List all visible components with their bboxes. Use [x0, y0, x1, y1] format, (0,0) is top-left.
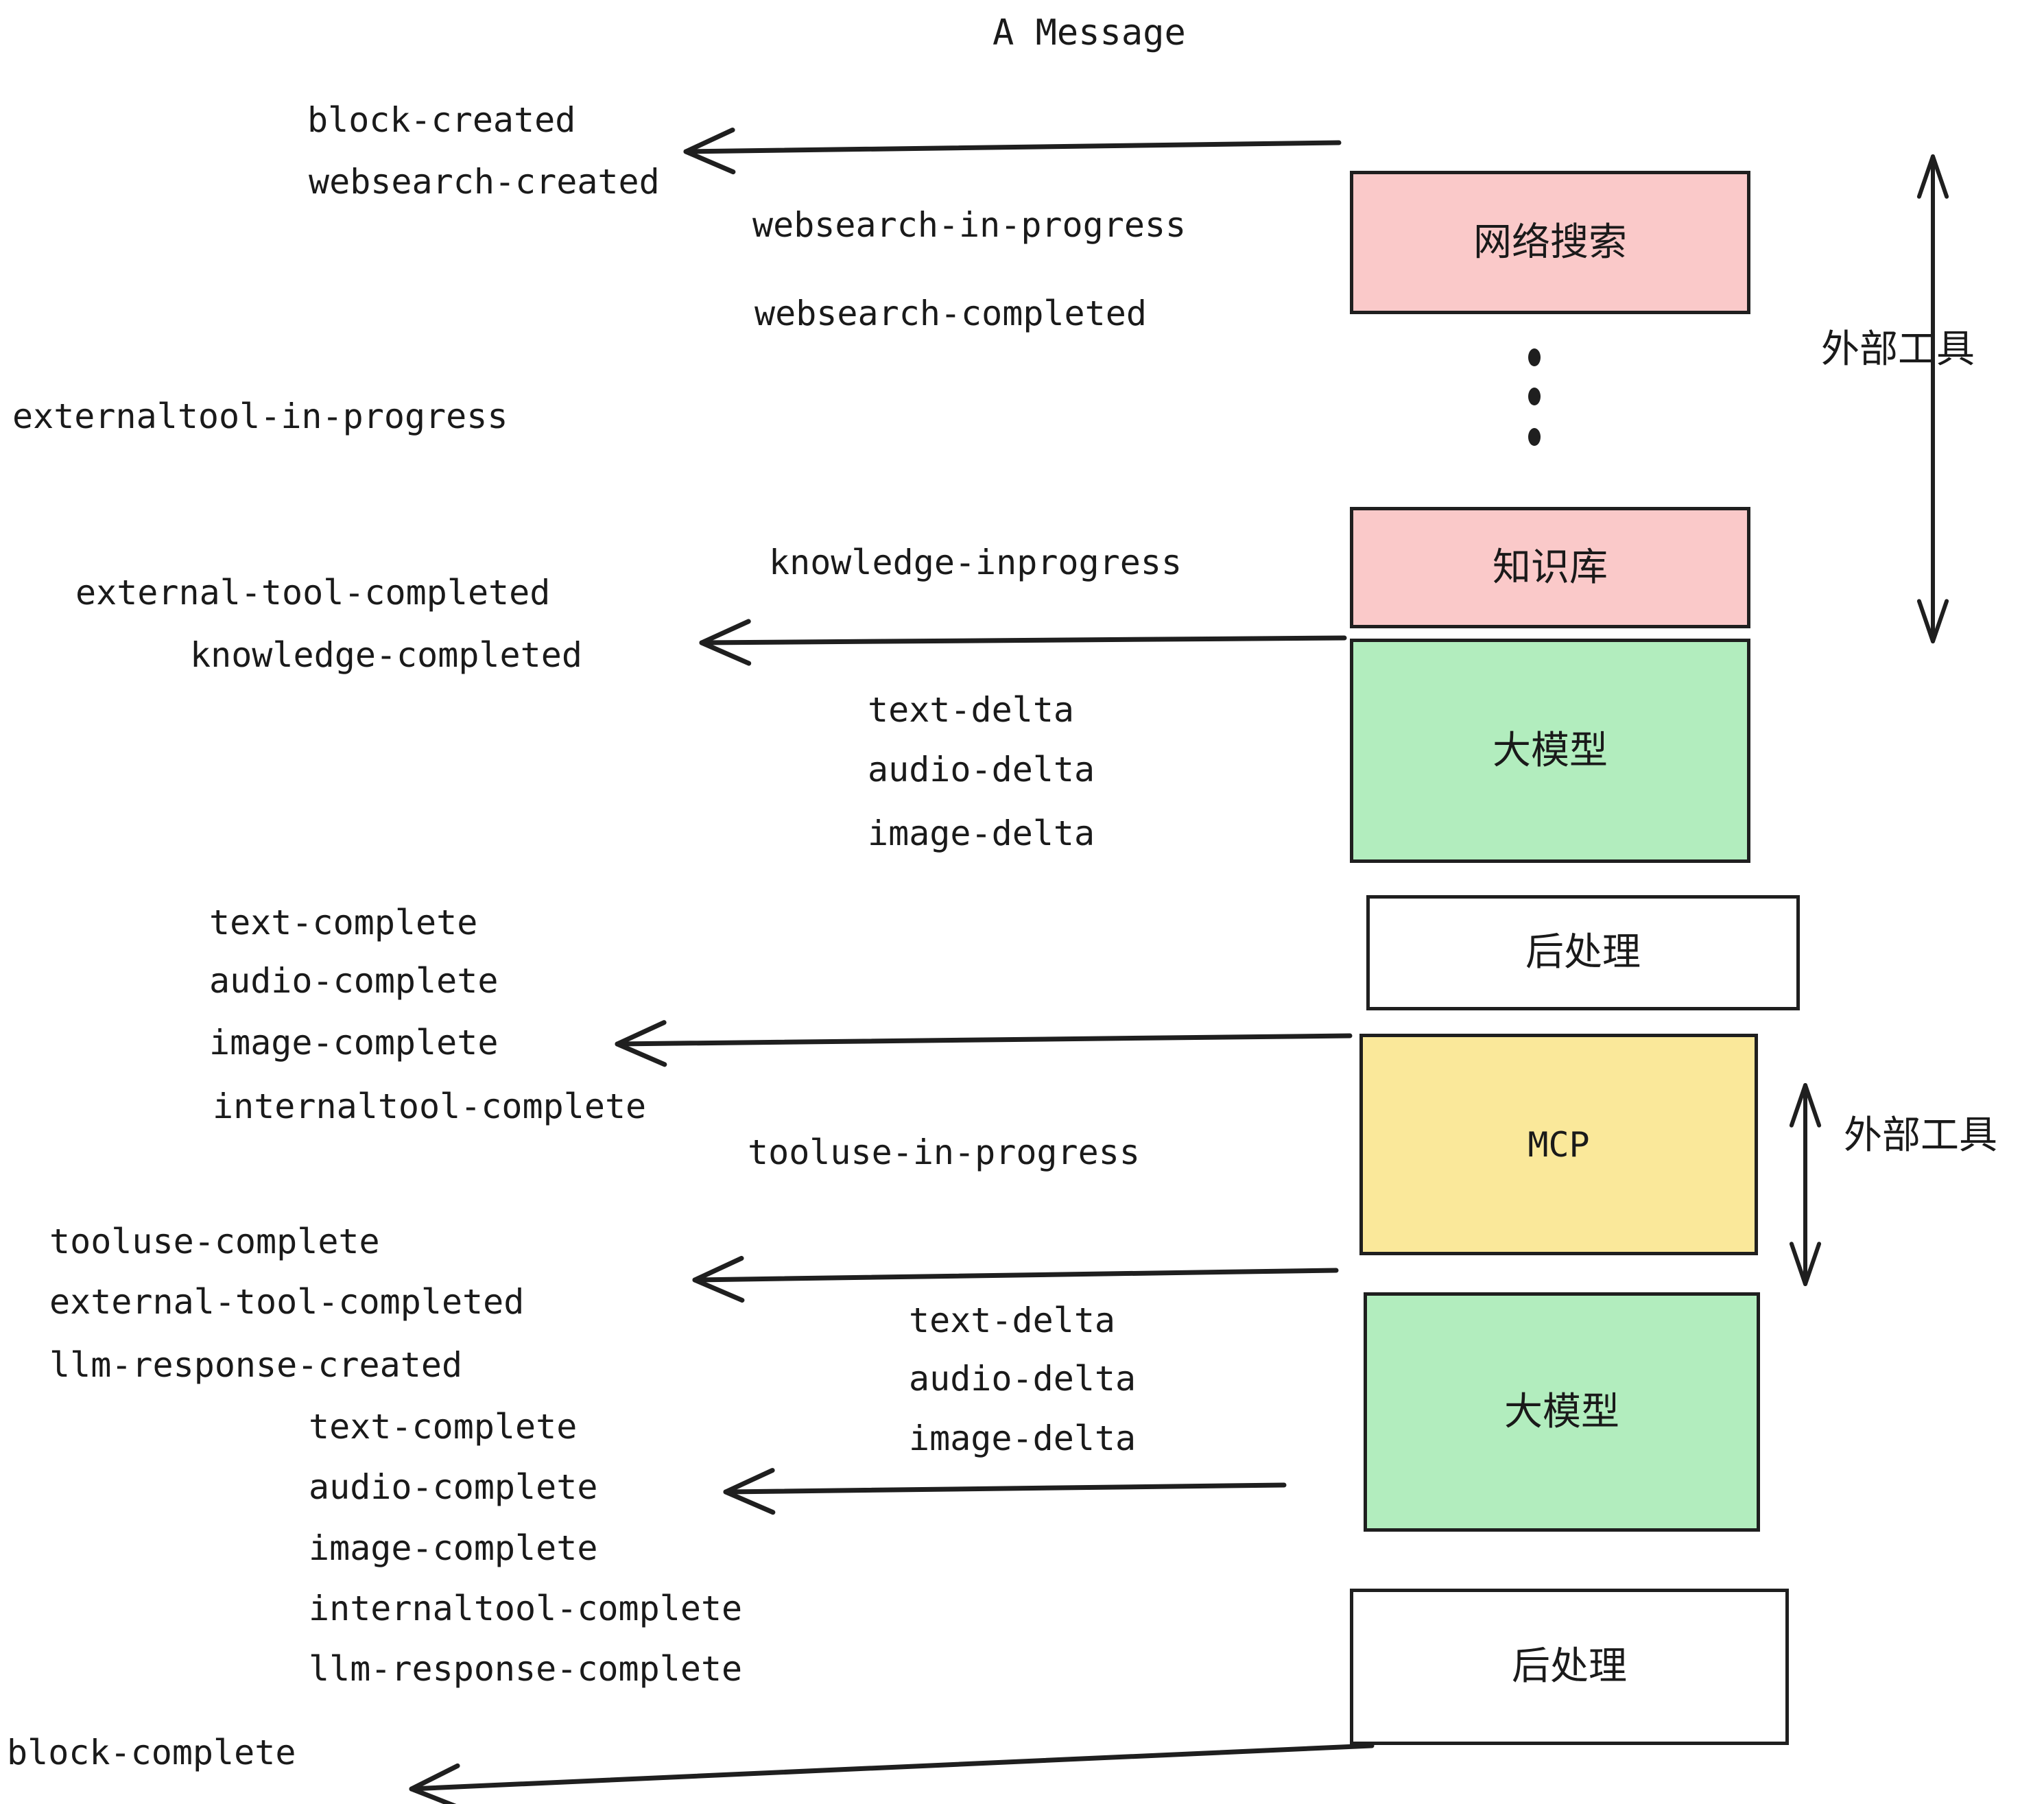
event-label-text-delta-1: text-delta [868, 690, 1075, 730]
external-tool-arrow-upper [1916, 154, 1949, 643]
event-label-internaltool-complete-2: internaltool-complete [309, 1589, 743, 1628]
event-label-tooluse-complete: tooluse-complete [49, 1222, 380, 1261]
event-label-tooluse-in-progress: tooluse-in-progress [748, 1132, 1140, 1172]
external-tool-arrow-lower [1789, 1083, 1822, 1286]
box-llm-second: 大模型 [1364, 1292, 1760, 1532]
event-label-llm-response-created: llm-response-created [49, 1345, 463, 1385]
box-websearch: 网络搜索 [1350, 171, 1750, 314]
event-label-text-delta-2: text-delta [909, 1301, 1116, 1340]
box-label-postprocess-first: 后处理 [1525, 930, 1641, 975]
box-label-llm-second: 大模型 [1504, 1389, 1619, 1434]
event-label-image-complete-2: image-complete [309, 1528, 598, 1568]
event-label-audio-complete-2: audio-complete [309, 1467, 598, 1507]
arrow-knowledge-to-event [699, 619, 1347, 666]
event-label-audio-delta-1: audio-delta [868, 750, 1095, 790]
box-mcp: MCP [1359, 1034, 1758, 1255]
event-label-websearch-in-progress: websearch-in-progress [752, 205, 1187, 245]
box-label-websearch: 网络搜索 [1473, 219, 1627, 265]
vertical-ellipsis [1528, 348, 1541, 446]
box-label-postprocess-second: 后处理 [1512, 1644, 1627, 1689]
event-label-image-delta-2: image-delta [909, 1419, 1137, 1458]
event-label-websearch-created: websearch-created [309, 162, 660, 202]
arrow-llm2-to-event [723, 1468, 1287, 1515]
box-postprocess-first: 后处理 [1366, 895, 1800, 1010]
page-title: A Message [993, 12, 1186, 54]
event-label-knowledge-inprogress: knowledge-inprogress [769, 543, 1183, 582]
event-label-audio-delta-2: audio-delta [909, 1359, 1137, 1399]
event-label-llm-response-complete: llm-response-complete [309, 1649, 743, 1689]
event-label-image-delta-1: image-delta [868, 814, 1095, 853]
event-label-text-complete-1: text-complete [209, 903, 478, 942]
arrow-mcp-to-event [692, 1255, 1339, 1303]
event-label-block-created: block-created [307, 100, 576, 140]
event-label-audio-complete-1: audio-complete [209, 961, 499, 1001]
event-label-block-complete: block-complete [7, 1733, 296, 1772]
box-label-llm-first: 大模型 [1493, 728, 1608, 773]
arrow-llm1-to-event [615, 1020, 1353, 1067]
event-label-image-complete-1: image-complete [209, 1023, 499, 1063]
event-label-websearch-completed: websearch-completed [754, 294, 1147, 333]
label-external-tool-upper: 外部工具 [1821, 327, 1975, 372]
box-postprocess-second: 后处理 [1350, 1589, 1789, 1745]
box-label-knowledge-base: 知识库 [1493, 545, 1608, 590]
arrow-websearch-to-event [683, 127, 1342, 175]
event-label-text-complete-2: text-complete [309, 1407, 578, 1447]
arrow-postprocess-to-block [409, 1743, 1375, 1804]
event-label-internaltool-complete-1: internaltool-complete [213, 1087, 647, 1126]
event-label-external-tool-completed-2: external-tool-completed [49, 1282, 525, 1322]
box-llm-first: 大模型 [1350, 639, 1750, 863]
label-external-tool-lower: 外部工具 [1844, 1113, 1997, 1158]
event-label-knowledge-completed: knowledge-completed [190, 635, 582, 675]
box-label-mcp: MCP [1528, 1124, 1590, 1165]
box-knowledge-base: 知识库 [1350, 507, 1750, 628]
event-label-external-tool-completed-1: external-tool-completed [75, 573, 551, 613]
event-label-externaltool-in-progress: externaltool-in-progress [12, 396, 508, 436]
